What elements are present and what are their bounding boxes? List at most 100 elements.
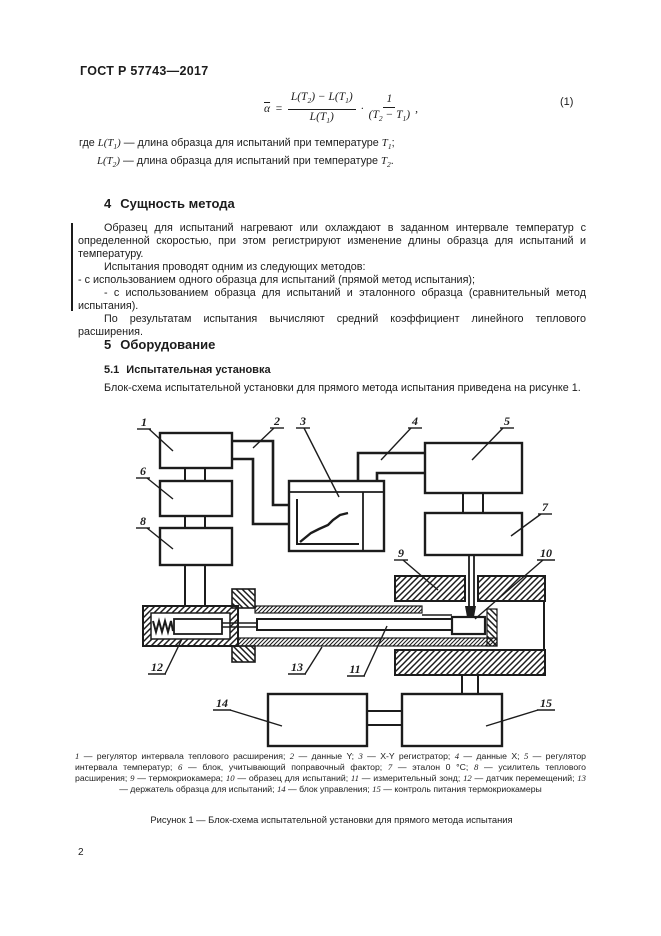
legend-item-text: — данные X; xyxy=(459,751,524,761)
diagram-label-2: 2 xyxy=(252,414,284,449)
box-reference-0c xyxy=(158,526,234,567)
figure-legend: 1 — регулятор интервала теплового расшир… xyxy=(75,751,586,795)
probe-tip xyxy=(465,606,476,617)
formula-term: · xyxy=(360,103,364,115)
spring xyxy=(152,617,174,636)
diagram-label-9: 9 xyxy=(394,546,439,591)
legend-item-text: — регулятор интервала температур; xyxy=(75,751,586,772)
box-control-unit xyxy=(266,692,369,748)
legend-item-text: — регулятор интервала теплового расширен… xyxy=(79,751,290,761)
displacement-sensor xyxy=(142,605,258,647)
legend-item-text: — блок управления; xyxy=(285,784,373,794)
diagram-label-12: 12 xyxy=(148,638,183,675)
box-chamber-power-control xyxy=(400,692,504,748)
formula-fraction-2: 1 (T2 − T1) xyxy=(369,93,410,125)
formula-denominator: L(T1) xyxy=(309,111,334,125)
legend-item-text: — усилитель теплового расширения; xyxy=(75,762,586,783)
diagram-label-14: 14 xyxy=(213,696,283,727)
paragraph: - с использованием одного образца для ис… xyxy=(78,273,476,286)
box-expansion-amplifier xyxy=(423,511,524,557)
legend-item-num: 9 xyxy=(130,773,135,783)
legend-item-text: — блок, учитывающий поправочный фактор; xyxy=(182,762,388,772)
figure-caption: Рисунок 1 — Блок-схема испытательной уст… xyxy=(150,814,513,825)
legend-item-text: — данные Y; xyxy=(294,751,359,761)
block-connectors xyxy=(184,468,484,726)
section-4-body: Образец для испытаний нагревают или охла… xyxy=(78,222,586,339)
diagram-label-11: 11 xyxy=(347,625,388,677)
diagram-label-7: 7 xyxy=(510,500,552,537)
legend-item-num: 13 xyxy=(577,773,586,783)
thermocryochamber xyxy=(394,575,546,676)
diagram-label-8: 8 xyxy=(136,514,174,550)
diagram-label-13: 13 xyxy=(288,646,323,675)
svg-text:10: 10 xyxy=(540,546,552,560)
legend-item-num: 14 xyxy=(276,784,286,794)
diagram-label-10: 10 xyxy=(474,546,555,620)
legend-item-num: 3 xyxy=(358,751,363,761)
svg-text:9: 9 xyxy=(398,546,404,560)
specimen xyxy=(450,615,487,636)
legend-item-num: 6 xyxy=(178,762,183,772)
equation-number: (1) xyxy=(560,96,574,108)
diagram-label-15: 15 xyxy=(485,696,555,727)
legend-item-num: 1 xyxy=(75,751,80,761)
diagram-label-3: 3 xyxy=(296,414,340,498)
diagram-label-6: 6 xyxy=(136,464,174,500)
formula-term: , xyxy=(415,103,418,115)
wire-data-y xyxy=(232,439,289,526)
legend-item-num: 15 xyxy=(372,784,381,794)
legend-item-num: 7 xyxy=(387,762,393,772)
legend-item-text: — эталон 0 °С; xyxy=(392,762,474,772)
document-title: ГОСТ Р 57743—2017 xyxy=(80,64,209,78)
box-temperature-interval-regulator xyxy=(423,441,524,495)
legend-item-num: 10 xyxy=(225,773,235,783)
svg-text:6: 6 xyxy=(140,464,146,478)
wire-data-x xyxy=(356,451,425,481)
svg-text:15: 15 xyxy=(540,696,552,710)
flange xyxy=(231,588,256,663)
svg-text:12: 12 xyxy=(151,660,163,674)
figure-1-diagram: 1 2 3 4 5 6 7 8 9 10 11 12 13 14 15 xyxy=(136,414,555,748)
paragraph: Образец для испытаний нагревают или охла… xyxy=(78,222,586,260)
svg-text:8: 8 xyxy=(140,514,146,528)
paragraph: - с использованием образца для испытаний… xyxy=(78,286,586,312)
formula-alpha: α xyxy=(264,103,271,115)
legend-item-num: 8 xyxy=(474,762,479,772)
expansion-probe-rod xyxy=(465,555,476,617)
svg-text:3: 3 xyxy=(299,414,306,428)
legend-item-text: — X-Y регистратор; xyxy=(362,751,455,761)
legend-item-text: — датчик перемещений; xyxy=(471,773,578,783)
figure-intro-text: Блок-схема испытательной установки для п… xyxy=(104,382,581,394)
svg-text:2: 2 xyxy=(273,414,280,428)
box-expansion-interval-regulator xyxy=(158,431,234,470)
svg-text:14: 14 xyxy=(216,696,228,710)
specimen-holder-tube xyxy=(237,605,498,647)
svg-text:1: 1 xyxy=(141,415,147,429)
legend-item-text: — измерительный зонд; xyxy=(358,773,464,783)
svg-text:5: 5 xyxy=(504,414,510,428)
diagram-label-4: 4 xyxy=(380,414,422,461)
svg-text:4: 4 xyxy=(411,414,418,428)
paragraph: По результатам испытания вычисляют средн… xyxy=(78,312,586,338)
svg-text:13: 13 xyxy=(291,660,303,674)
legend-item-text: — образец для испытаний; xyxy=(234,773,351,783)
diagram-label-5: 5 xyxy=(471,414,514,461)
formula-numerator: L(T2) − L(T1) xyxy=(287,91,356,110)
legend-item-num: 4 xyxy=(454,751,460,761)
change-bar xyxy=(71,223,73,311)
formula-fraction-1: L(T2) − L(T1) L(T1) xyxy=(287,91,356,127)
legend-item-num: 11 xyxy=(350,773,359,783)
formula-term: = xyxy=(275,103,283,115)
formula-thermal-expansion: α = L(T2) − L(T1) L(T1) · 1 (T2 − T1) , xyxy=(264,91,418,127)
svg-text:7: 7 xyxy=(542,500,549,514)
legend-item-num: 12 xyxy=(463,773,472,783)
diagram-boxes xyxy=(158,431,524,748)
paragraph: Испытания проводят одним из следующих ме… xyxy=(104,260,366,273)
measuring-probe xyxy=(256,618,453,631)
diagram-label-1: 1 xyxy=(137,415,174,452)
legend-item-num: 2 xyxy=(289,751,295,761)
definition-line: L(T2) — длина образца для испытаний при … xyxy=(97,155,394,169)
legend-item-text: — держатель образца для испытаний; xyxy=(119,784,277,794)
definition-line: где L(T1) — длина образца для испытаний … xyxy=(79,137,395,151)
